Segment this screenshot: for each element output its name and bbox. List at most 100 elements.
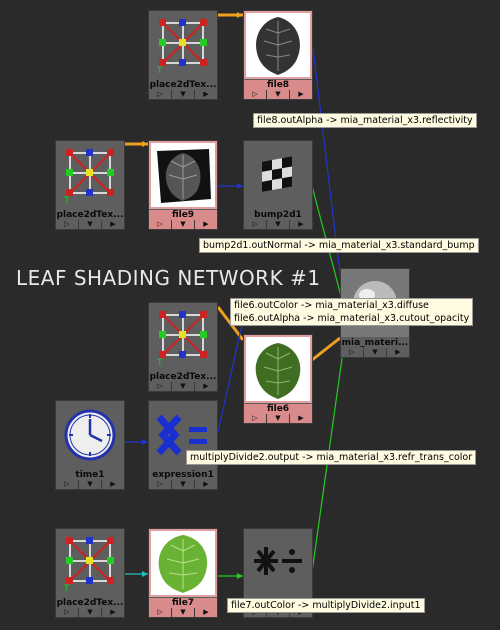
tooltip-text: file8.outAlpha -> mia_material_x3.reflec… xyxy=(257,115,473,126)
node-file7[interactable]: file7 ▷ ▼ ▶ xyxy=(148,528,218,618)
place2d-texture-icon: T xyxy=(149,11,217,79)
port-left-icon[interactable]: ▷ xyxy=(56,220,79,229)
expression-icon xyxy=(149,401,217,469)
node-ports: ▷ ▼ ▶ xyxy=(56,608,124,617)
node-place2d-texture[interactable]: T place2dTex... ▷ ▼ ▶ xyxy=(148,302,218,392)
node-place2d-texture[interactable]: T place2dTex... ▷ ▼ ▶ xyxy=(55,528,125,618)
port-left-icon[interactable]: ▷ xyxy=(244,90,267,99)
port-left-icon[interactable]: ▷ xyxy=(149,382,172,391)
node-ports: ▷ ▼ ▶ xyxy=(149,480,217,489)
connection-line xyxy=(311,336,341,362)
port-left-icon[interactable]: ▷ xyxy=(244,414,267,423)
arrowhead xyxy=(237,573,243,579)
node-ports: ▷ ▼ ▶ xyxy=(244,414,312,423)
node-label: place2dTex... xyxy=(56,598,124,608)
port-right-icon[interactable]: ▶ xyxy=(203,382,209,390)
port-right-icon[interactable]: ▶ xyxy=(110,608,116,616)
port-right-icon[interactable]: ▶ xyxy=(203,90,209,98)
port-mid-icon[interactable]: ▼ xyxy=(172,480,195,489)
node-expression1[interactable]: expression1 ▷ ▼ ▶ xyxy=(148,400,218,490)
svg-text:T: T xyxy=(63,584,70,594)
node-ports: ▷ ▼ ▶ xyxy=(341,348,409,357)
port-mid-icon[interactable]: ▼ xyxy=(172,220,195,229)
port-left-icon[interactable]: ▷ xyxy=(244,220,267,229)
port-left-icon[interactable]: ▷ xyxy=(149,90,172,99)
node-ports: ▷ ▼ ▶ xyxy=(149,90,217,99)
arrowhead xyxy=(142,141,148,147)
connection-tooltip: bump2d1.outNormal -> mia_material_x3.sta… xyxy=(199,238,479,253)
arrowhead xyxy=(142,439,148,445)
node-ports: ▷ ▼ ▶ xyxy=(149,608,217,617)
port-mid-icon[interactable]: ▼ xyxy=(79,220,102,229)
node-ports: ▷ ▼ ▶ xyxy=(244,90,312,99)
node-time1[interactable]: time1 ▷ ▼ ▶ xyxy=(55,400,125,490)
port-right-icon[interactable]: ▶ xyxy=(203,480,209,488)
node-place2d-texture[interactable]: T place2dTex... ▷ ▼ ▶ xyxy=(148,10,218,100)
node-ports: ▷ ▼ ▶ xyxy=(149,382,217,391)
port-mid-icon[interactable]: ▼ xyxy=(79,480,102,489)
node-file8[interactable]: file8 ▷ ▼ ▶ xyxy=(243,10,313,100)
tooltip-text: bump2d1.outNormal -> mia_material_x3.sta… xyxy=(203,240,475,251)
port-mid-icon[interactable]: ▼ xyxy=(267,414,290,423)
node-label: time1 xyxy=(75,470,105,480)
leaf-texture-green-icon xyxy=(244,335,312,403)
bump-checker-icon xyxy=(244,141,312,209)
port-right-icon[interactable]: ▶ xyxy=(110,480,116,488)
connection-tooltip: file8.outAlpha -> mia_material_x3.reflec… xyxy=(253,113,477,128)
place2d-texture-icon: T xyxy=(56,141,124,209)
node-ports: ▷ ▼ ▶ xyxy=(244,220,312,229)
port-left-icon[interactable]: ▷ xyxy=(149,480,172,489)
leaf-texture-light-green-icon xyxy=(149,529,217,597)
arrowhead xyxy=(142,571,148,577)
network-title: LEAF SHADING NETWORK #1 xyxy=(16,266,321,290)
svg-text:T: T xyxy=(156,66,163,76)
clock-icon xyxy=(56,401,124,469)
node-file6[interactable]: file6 ▷ ▼ ▶ xyxy=(243,334,313,424)
port-mid-icon[interactable]: ▼ xyxy=(172,608,195,617)
port-mid-icon[interactable]: ▼ xyxy=(79,608,102,617)
port-right-icon[interactable]: ▶ xyxy=(203,608,209,616)
tooltip-text: file6.outAlpha -> mia_material_x3.cutout… xyxy=(234,313,470,324)
port-left-icon[interactable]: ▷ xyxy=(149,220,172,229)
node-label: file8 xyxy=(244,80,312,90)
svg-text:T: T xyxy=(156,358,163,368)
arrowhead xyxy=(237,12,243,18)
tooltip-text: multiplyDivide2.output -> mia_material_x… xyxy=(190,452,473,463)
arrowhead xyxy=(237,183,243,189)
port-left-icon[interactable]: ▷ xyxy=(56,608,79,617)
node-file9[interactable]: file9 ▷ ▼ ▶ xyxy=(148,140,218,230)
leaf-texture-bw-icon xyxy=(244,11,312,79)
port-mid-icon[interactable]: ▼ xyxy=(267,220,290,229)
port-mid-icon[interactable]: ▼ xyxy=(364,348,387,357)
node-ports: ▷ ▼ ▶ xyxy=(149,220,217,229)
port-mid-icon[interactable]: ▼ xyxy=(267,90,290,99)
port-right-icon[interactable]: ▶ xyxy=(203,220,209,228)
node-place2d-texture[interactable]: T place2dTex... ▷ ▼ ▶ xyxy=(55,140,125,230)
connection-tooltip: file6.outColor -> mia_material_x3.diffus… xyxy=(230,298,474,326)
port-right-icon[interactable]: ▶ xyxy=(298,90,304,98)
port-left-icon[interactable]: ▷ xyxy=(341,348,364,357)
port-right-icon[interactable]: ▶ xyxy=(298,220,304,228)
multiply-divide-icon xyxy=(244,529,312,597)
tooltip-text: file6.outColor -> mia_material_x3.diffus… xyxy=(234,300,429,311)
port-mid-icon[interactable]: ▼ xyxy=(172,90,195,99)
connection-tooltip: file7.outColor -> multiplyDivide2.input1 xyxy=(227,598,425,613)
port-right-icon[interactable]: ▶ xyxy=(298,414,304,422)
node-label: file6 xyxy=(244,404,312,414)
place2d-texture-icon: T xyxy=(56,529,124,597)
node-label: place2dTex... xyxy=(149,80,217,90)
node-ports: ▷ ▼ ▶ xyxy=(56,220,124,229)
node-ports: ▷ ▼ ▶ xyxy=(56,480,124,489)
port-left-icon[interactable]: ▷ xyxy=(56,480,79,489)
port-right-icon[interactable]: ▶ xyxy=(110,220,116,228)
node-label: place2dTex... xyxy=(56,210,124,220)
leaf-texture-dark-icon xyxy=(149,141,217,209)
port-mid-icon[interactable]: ▼ xyxy=(172,382,195,391)
node-label: mia_materi... xyxy=(341,338,409,348)
port-right-icon[interactable]: ▶ xyxy=(395,348,401,356)
node-bump2d1[interactable]: bump2d1 ▷ ▼ ▶ xyxy=(243,140,313,230)
svg-text:T: T xyxy=(63,196,70,206)
node-label: expression1 xyxy=(152,470,214,480)
connection-line xyxy=(217,319,244,433)
port-left-icon[interactable]: ▷ xyxy=(149,608,172,617)
